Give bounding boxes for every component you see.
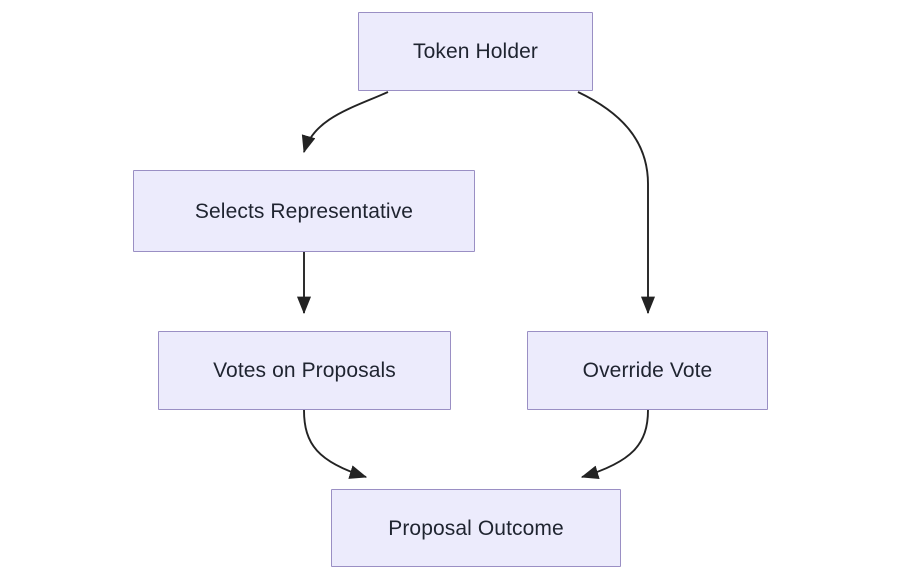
edge-token-holder-to-selects-rep: [301, 91, 389, 154]
edge-override-to-outcome: [580, 409, 649, 480]
edge-token-holder-to-override: [577, 91, 656, 315]
node-label: Votes on Proposals: [213, 359, 396, 382]
node-selects-representative[interactable]: Selects Representative: [133, 170, 475, 252]
node-label: Proposal Outcome: [388, 516, 564, 540]
node-label: Selects Representative: [194, 199, 414, 223]
node-proposal-outcome[interactable]: Proposal Outcome: [331, 489, 621, 567]
node-label: Token Holder: [413, 40, 538, 63]
node-token-holder[interactable]: Token Holder: [358, 12, 593, 91]
node-votes-on-proposals[interactable]: Votes on Proposals: [158, 331, 451, 410]
node-label: Override Vote: [582, 359, 713, 382]
node-override-vote[interactable]: Override Vote: [527, 331, 768, 410]
edge-votes-to-outcome: [303, 409, 368, 479]
